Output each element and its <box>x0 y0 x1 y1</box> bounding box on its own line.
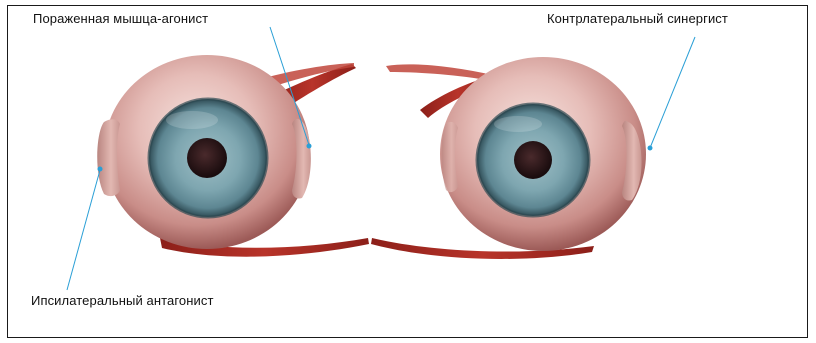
pointer-dot-affected-agonist <box>307 144 312 149</box>
pointer-dot-contralateral-synergist <box>648 146 653 151</box>
left-medial-cap <box>97 119 120 196</box>
pointer-line-contralateral-synergist <box>650 37 695 148</box>
right-pupil <box>514 141 552 179</box>
left-eye <box>97 55 369 257</box>
right-eye <box>371 57 646 259</box>
right-upper-tendon <box>386 64 488 80</box>
label-affected-agonist: Пораженная мышца-агонист <box>33 11 208 26</box>
pointer-dot-ipsilateral-antagonist <box>98 167 103 172</box>
left-pupil <box>187 138 227 178</box>
label-ipsilateral-antagonist: Ипсилатеральный антагонист <box>31 293 214 308</box>
pointer-line-ipsilateral-antagonist <box>67 170 100 290</box>
label-contralateral-synergist: Контрлатеральный синергист <box>547 11 728 26</box>
